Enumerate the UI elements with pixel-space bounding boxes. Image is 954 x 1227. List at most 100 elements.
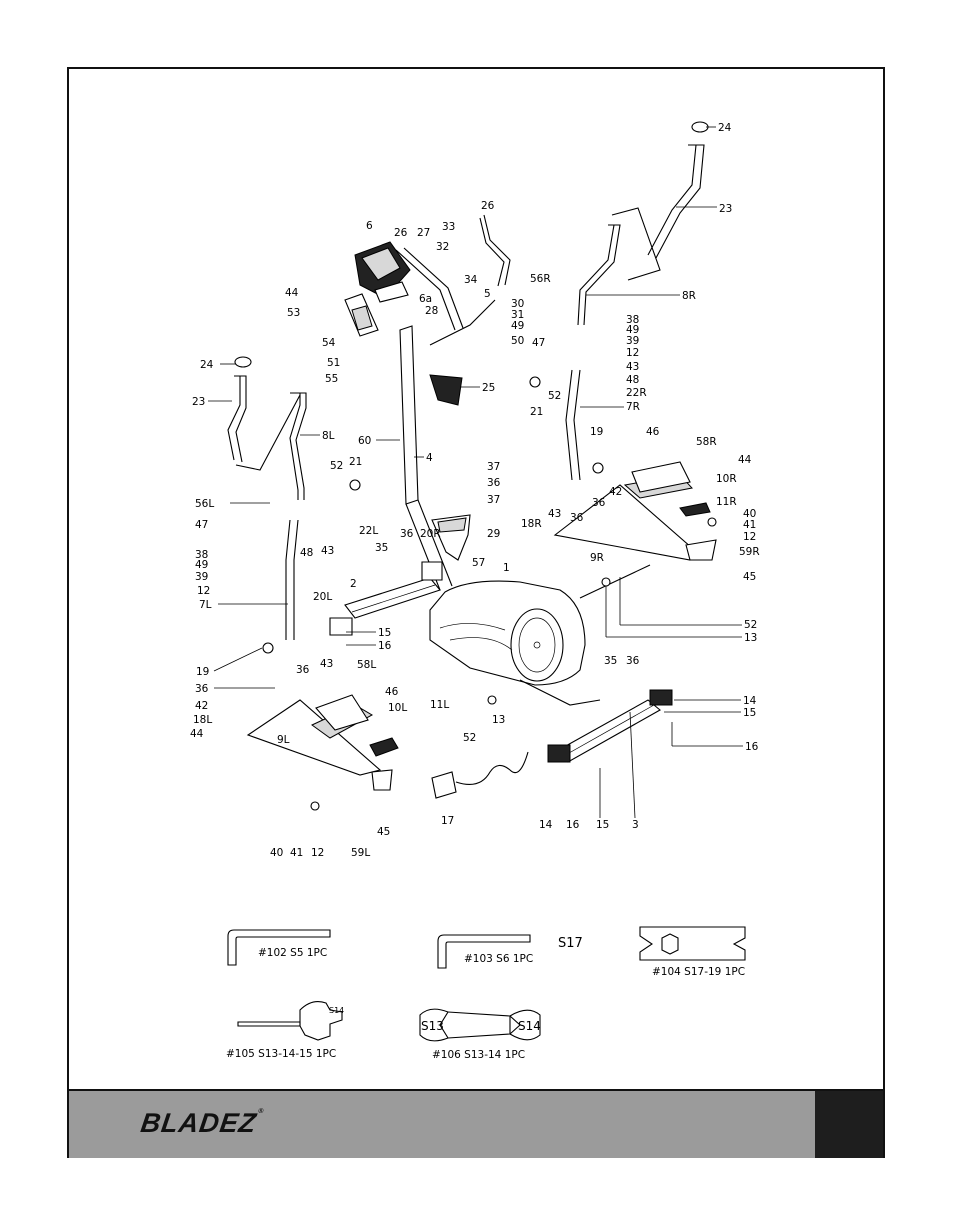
tool-size-s13: S13 (421, 1019, 444, 1033)
label-16: 16 (566, 819, 580, 831)
label-39: 39 (195, 571, 208, 583)
tool-allen-key-s6: #103 S6 1PC (437, 934, 533, 969)
label-44: 44 (190, 728, 204, 740)
label-36: 36 (487, 477, 501, 489)
tool-label-106: #106 S13-14 1PC (432, 1049, 525, 1061)
tool-label-104: #104 S17-19 1PC (652, 966, 745, 978)
label-46: 46 (646, 426, 660, 438)
label-13: 13 (492, 714, 505, 726)
washer-part (349, 479, 361, 491)
label-36: 36 (400, 528, 414, 540)
label-49: 49 (511, 320, 524, 332)
label-36: 36 (626, 655, 640, 667)
label-35: 35 (604, 655, 617, 667)
label-47: 47 (532, 337, 545, 349)
label-51: 51 (327, 357, 340, 369)
tool-size-s17: S17 (558, 936, 583, 951)
label-59R: 59R (739, 546, 760, 558)
tool-wrench-s17-19: #104 S17-19 1PC (639, 926, 746, 978)
label-40: 40 (270, 847, 283, 859)
label-32: 32 (436, 241, 449, 253)
handlebar-part (395, 214, 511, 346)
label-24: 24 (718, 122, 732, 134)
label-55: 55 (325, 373, 338, 385)
console-part (354, 241, 411, 303)
left-pedal-arm-part (246, 694, 382, 776)
label-45: 45 (377, 826, 390, 838)
label-21: 21 (530, 406, 543, 418)
label-52: 52 (463, 732, 476, 744)
label-33: 33 (442, 221, 455, 233)
bushing-part (601, 577, 611, 587)
label-49: 49 (626, 324, 639, 336)
label-19: 19 (196, 666, 209, 678)
label-38: 38 (626, 314, 639, 326)
label-10L: 10L (388, 702, 407, 714)
label-20R: 20R (420, 528, 441, 540)
label-10R: 10R (716, 473, 737, 485)
washer-part (310, 801, 320, 811)
label-43: 43 (626, 361, 639, 373)
label-35: 35 (375, 542, 388, 554)
label-44: 44 (738, 454, 752, 466)
power-adapter-part (431, 751, 529, 799)
label-49: 49 (195, 559, 208, 571)
label-43: 43 (321, 545, 334, 557)
label-53: 53 (287, 307, 300, 319)
tool-size-s14: S14 (329, 1006, 344, 1015)
label-22R: 22R (626, 387, 647, 399)
label-2: 2 (350, 578, 357, 590)
washer-part (707, 517, 717, 527)
label-41: 41 (743, 519, 756, 531)
label-31: 31 (511, 309, 524, 321)
label-23: 23 (719, 203, 732, 215)
label-15: 15 (378, 627, 391, 639)
label-18R: 18R (521, 518, 542, 530)
label-23: 23 (192, 396, 205, 408)
label-26: 26 (394, 227, 408, 239)
label-36: 36 (195, 683, 209, 695)
label-37: 37 (487, 461, 500, 473)
label-38: 38 (195, 549, 208, 561)
left-arm-part (285, 392, 307, 640)
label-59L: 59L (351, 847, 370, 859)
label-1: 1 (503, 562, 510, 574)
label-60: 60 (358, 435, 371, 447)
label-45: 45 (743, 571, 756, 583)
tool-wrench-s13-14: S13 S14 #106 S13-14 1PC (419, 1008, 541, 1061)
bushing-part (262, 642, 274, 654)
label-4: 4 (426, 452, 433, 464)
label-12: 12 (626, 347, 639, 359)
label-44: 44 (285, 287, 299, 299)
bushing-part (592, 462, 604, 474)
label-3: 3 (632, 819, 639, 831)
label-27: 27 (417, 227, 430, 239)
label-16: 16 (745, 741, 759, 753)
label-19: 19 (590, 426, 603, 438)
label-24: 24 (200, 359, 214, 371)
end-cap-14-part (649, 689, 673, 706)
label-12: 12 (311, 847, 324, 859)
tool-size-s14: S14 (518, 1019, 541, 1033)
label-48: 48 (300, 547, 313, 559)
label-14: 14 (539, 819, 553, 831)
label-39: 39 (626, 335, 639, 347)
label-18L: 18L (193, 714, 212, 726)
label-21: 21 (349, 456, 362, 468)
label-40: 40 (743, 508, 756, 520)
label-47: 47 (195, 519, 208, 531)
label-11L: 11L (430, 699, 449, 711)
label-42: 42 (195, 700, 208, 712)
bushing-part (487, 695, 497, 705)
label-52: 52 (330, 460, 343, 472)
tool-label-102: #102 S5 1PC (258, 947, 327, 959)
label-16: 16 (378, 640, 392, 652)
label-58R: 58R (696, 436, 717, 448)
left-upper-handle-part (227, 375, 301, 471)
right-pedal-arm-part (553, 461, 701, 561)
footer-page-block (815, 1091, 883, 1158)
label-30: 30 (511, 298, 524, 310)
label-15: 15 (743, 707, 756, 719)
label-6a: 6a (419, 293, 432, 305)
